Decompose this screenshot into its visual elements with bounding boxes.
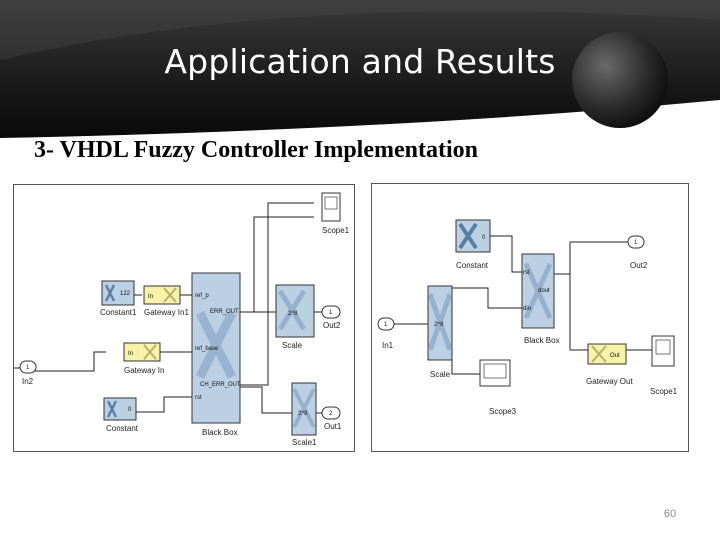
xilinx-logo-icon [106, 400, 118, 418]
bb-port-ref: ref_p [195, 293, 209, 299]
bb-port-rst: rst [523, 270, 530, 276]
constant1-block[interactable] [101, 280, 135, 306]
in1-port[interactable] [377, 317, 395, 331]
scope1-label: Scope1 [650, 387, 678, 396]
xilinx-logo-icon [163, 287, 177, 303]
in2-port[interactable] [19, 360, 37, 374]
right-simulink-diagram: 0 Constant 1 In1 2^8 Scale Scope3 rst do… [371, 183, 689, 452]
xilinx-logo-icon [591, 345, 607, 363]
constant1-value: 122 [120, 291, 131, 297]
gateway-out-text: Out [610, 353, 620, 359]
slide-subtitle: 3- VHDL Fuzzy Controller Implementation [34, 137, 478, 163]
scope1-label: Scope1 [322, 226, 350, 235]
slide-title: Application and Results [164, 42, 556, 81]
constant1-label: Constant1 [100, 308, 137, 317]
constant-value: 0 [482, 235, 486, 241]
gateway-in-label: Gateway In [124, 366, 164, 375]
scale-gain: 2^8 [434, 322, 444, 328]
bb-port-ch-err-out: CH_ERR_OUT [200, 382, 241, 388]
xilinx-logo-icon [143, 344, 157, 360]
bb-port-ref-base: ref_base [195, 346, 219, 352]
scale-gain: 2^8 [288, 311, 298, 317]
gateway-in1-text: In [148, 294, 153, 300]
bb-port-dout: dout [538, 288, 550, 294]
blackbox-label: Black Box [202, 428, 238, 437]
constant-label: Constant [456, 261, 489, 270]
scale-label: Scale [282, 341, 303, 350]
xilinx-logo-icon [104, 284, 116, 302]
constant-label: Constant [106, 424, 139, 433]
constant-block[interactable] [103, 397, 137, 421]
xilinx-logo-icon [458, 222, 478, 250]
in1-label: In1 [382, 341, 394, 350]
scope3-screen-icon [483, 363, 507, 379]
xilinx-logo-icon [195, 310, 237, 380]
scope1-block[interactable] [651, 335, 675, 367]
out2-number: 1 [329, 310, 333, 316]
gateway-in1-label: Gateway In1 [144, 308, 189, 317]
scale-label: Scale [430, 370, 451, 379]
in1-number: 1 [384, 322, 388, 328]
out2-label: Out2 [630, 261, 648, 270]
page-number: 60 [663, 508, 677, 520]
title-banner [0, 0, 720, 138]
gateway-in-text: In [128, 351, 133, 357]
blackbox-label: Black Box [524, 336, 560, 345]
out1-label: Out1 [324, 422, 342, 431]
out2-label: Out2 [323, 321, 341, 330]
out2-port[interactable] [627, 235, 645, 249]
gateway-out-block[interactable] [587, 343, 627, 365]
xilinx-logo-icon [292, 388, 316, 428]
gateway-in-block[interactable] [123, 342, 161, 362]
bb-port-rst: rst [195, 395, 202, 401]
xilinx-logo-icon [277, 289, 307, 331]
left-diagram-canvas: Scope1 122 Constant1 In Gateway In1 1 In… [14, 192, 350, 447]
gateway-out-label: Gateway Out [586, 377, 633, 386]
out1-number: 2 [329, 411, 333, 417]
xilinx-logo-icon [427, 293, 453, 351]
right-diagram-canvas: 0 Constant 1 In1 2^8 Scale Scope3 rst do… [377, 219, 678, 416]
constant-value: 0 [128, 407, 132, 413]
in2-label: In2 [22, 377, 34, 386]
scale1-label: Scale1 [292, 438, 317, 447]
scope1-screen-icon [655, 339, 671, 355]
left-simulink-diagram: Scope1 122 Constant1 In Gateway In1 1 In… [13, 184, 355, 452]
scope1-block[interactable] [321, 192, 341, 222]
out2-port[interactable] [321, 305, 341, 319]
scope1-screen-icon [324, 196, 338, 210]
planet-image [572, 32, 668, 128]
scope3-label: Scope3 [489, 407, 517, 416]
xilinx-logo-icon [523, 262, 553, 320]
in2-number: 1 [26, 365, 30, 371]
bb-port-din: din [523, 306, 531, 312]
out2-number: 1 [634, 240, 638, 246]
scale1-gain: 2^8 [298, 411, 308, 417]
out1-port[interactable] [321, 406, 341, 420]
gateway-in1-block[interactable] [143, 285, 181, 305]
bb-port-err-out: ERR_OUT [210, 309, 239, 315]
